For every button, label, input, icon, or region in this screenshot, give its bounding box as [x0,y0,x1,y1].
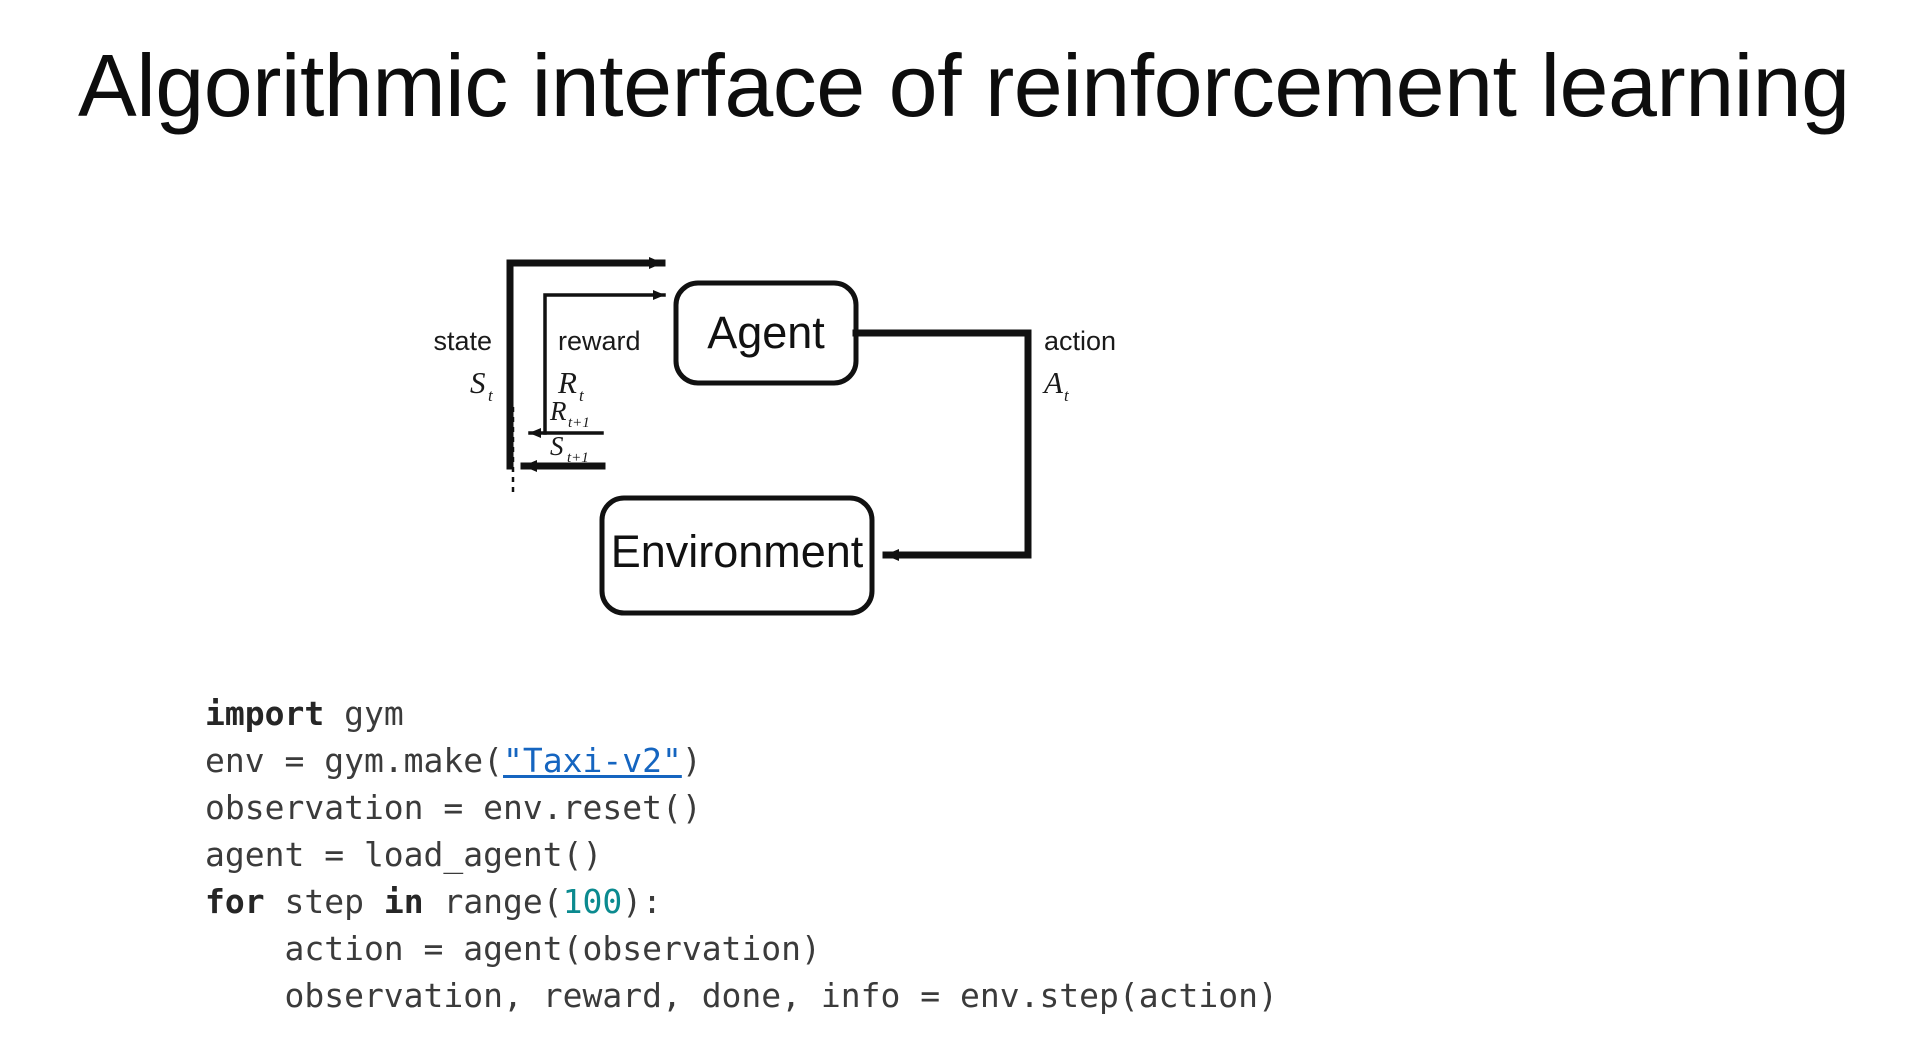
reward-loop-path [543,290,666,435]
code-keyword: in [383,882,424,921]
code-hyperlink[interactable]: "Taxi-v2" [503,741,682,780]
action-label: action [1044,326,1116,356]
environment-box: Environment [599,495,875,616]
code-line: env = gym.make("Taxi-v2") [205,737,1278,784]
reward-symbol: R [557,365,577,400]
code-text: gym [324,694,404,733]
agent-box-label: Agent [707,307,825,358]
code-number: 100 [562,882,623,921]
rl-loop-diagram-svg: Agent Environment state S [433,257,1116,616]
action-path [852,329,1032,561]
next-state-symbol: S [550,431,564,461]
state-symbol: S [470,365,486,400]
code-line: action = agent(observation) [205,925,1278,972]
state-label: state [433,326,492,356]
action-subscript: t [1064,386,1070,405]
code-line: import gym [205,690,1278,737]
code-text: agent = load_agent() [205,835,603,874]
next-reward-subscript: t+1 [568,415,590,431]
code-text: ) [681,741,702,780]
code-text: range( [423,882,563,921]
reward-subscript: t [579,386,585,405]
code-text: step [264,882,384,921]
code-text: observation = env.reset() [205,788,702,827]
code-line: for step in range(100): [205,878,1278,925]
next-state-label-group: S t+1 [550,431,589,466]
environment-box-label: Environment [611,526,864,577]
code-text: observation, reward, done, info = env.st… [205,976,1278,1015]
page-title: Algorithmic interface of reinforcement l… [78,36,1850,135]
code-keyword: for [205,882,265,921]
state-subscript: t [488,386,494,405]
code-line: observation, reward, done, info = env.st… [205,972,1278,1019]
action-label-group: action A t [1042,326,1116,405]
environment-box-shape [599,495,875,616]
reward-label-group: reward R t [557,326,641,405]
state-label-group: state S t [433,326,494,405]
code-keyword: import [205,694,325,733]
state-loop-path [506,257,666,470]
code-line: observation = env.reset() [205,784,1278,831]
code-text: ): [622,882,663,921]
reward-label: reward [558,326,641,356]
rl-loop-diagram: Agent Environment state S [390,215,1170,635]
next-reward-symbol: R [549,396,567,426]
code-line: agent = load_agent() [205,831,1278,878]
code-text: env = gym.make( [205,741,504,780]
next-state-subscript: t+1 [567,450,589,466]
action-symbol: A [1042,365,1064,400]
agent-box: Agent [673,280,859,386]
next-reward-label-group: R t+1 [549,396,590,431]
code-text: action = agent(observation) [205,929,821,968]
